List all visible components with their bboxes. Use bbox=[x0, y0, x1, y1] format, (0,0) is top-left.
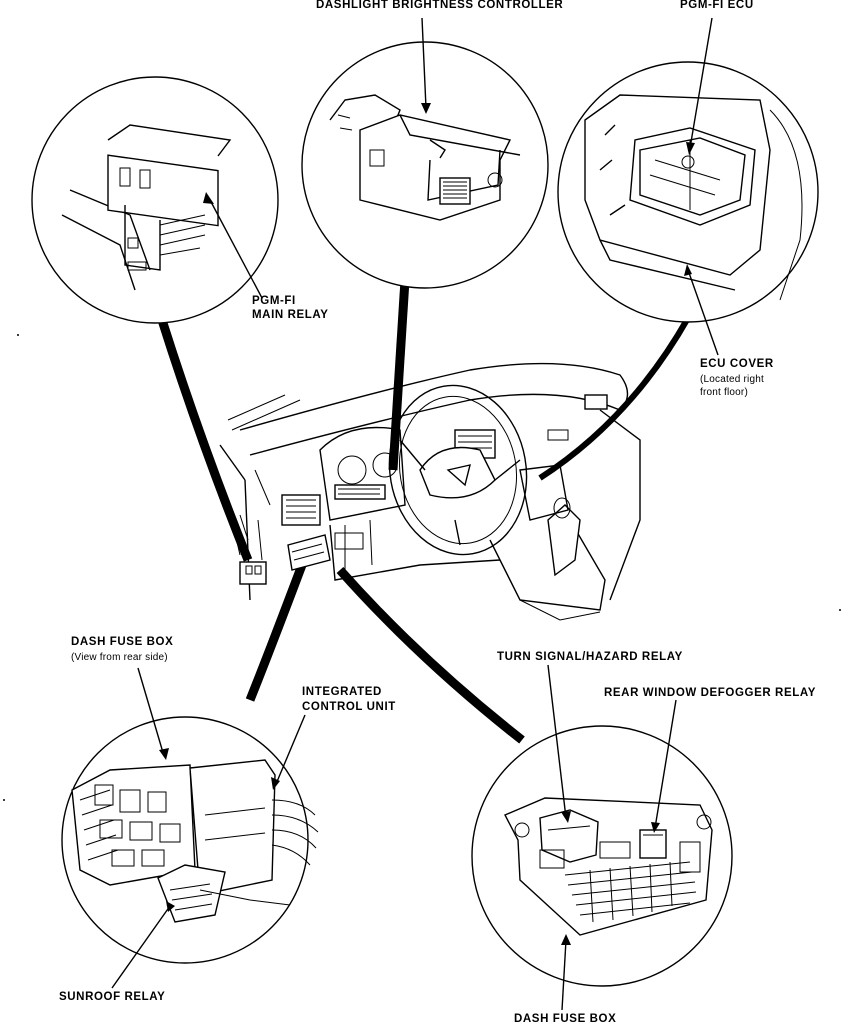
ecu-cover-label: ECU COVER bbox=[700, 358, 774, 370]
ecu-illustration bbox=[584, 94, 803, 301]
ecu-cover-note-line2: front floor) bbox=[700, 387, 748, 398]
dashlight-controller-label: DASHLIGHT BRIGHTNESS CONTROLLER bbox=[316, 0, 564, 11]
ecu-cover-note-line1: (Located right bbox=[700, 374, 764, 385]
scan-specks bbox=[3, 334, 841, 801]
pgmfi-main-relay-detail bbox=[31, 76, 279, 324]
fuse-box-front-illustration bbox=[504, 797, 713, 936]
dashboard-illustration bbox=[219, 362, 641, 621]
dash-fuse-box-front-detail bbox=[471, 664, 733, 1011]
main-relay-illustration bbox=[61, 124, 232, 291]
dash-fuse-box-bottom-label: DASH FUSE BOX bbox=[514, 1013, 617, 1025]
controller-illustration bbox=[329, 94, 521, 221]
dashlight-controller-detail bbox=[301, 17, 549, 289]
fuse-box-rear-illustration bbox=[71, 759, 319, 923]
dash-fuse-box-rear-detail bbox=[61, 667, 319, 989]
pgmfi-ecu-detail bbox=[557, 17, 819, 356]
pgmfi-main-relay-label-line2: MAIN RELAY bbox=[252, 309, 329, 321]
pgmfi-main-relay-label-line1: PGM-FI bbox=[252, 295, 296, 307]
turn-signal-hazard-relay-label: TURN SIGNAL/HAZARD RELAY bbox=[497, 651, 683, 663]
rear-window-defogger-relay-label: REAR WINDOW DEFOGGER RELAY bbox=[604, 687, 816, 699]
dash-fuse-box-left-label: DASH FUSE BOX bbox=[71, 636, 174, 648]
integrated-control-unit-label-line1: INTEGRATED bbox=[302, 686, 382, 698]
dash-fuse-box-left-note: (View from rear side) bbox=[71, 652, 168, 663]
connector-leaders bbox=[157, 279, 691, 744]
integrated-control-unit-label-line2: CONTROL UNIT bbox=[302, 701, 396, 713]
sunroof-relay-label: SUNROOF RELAY bbox=[59, 991, 166, 1003]
pgmfi-ecu-label: PGM-FI ECU bbox=[680, 0, 754, 11]
